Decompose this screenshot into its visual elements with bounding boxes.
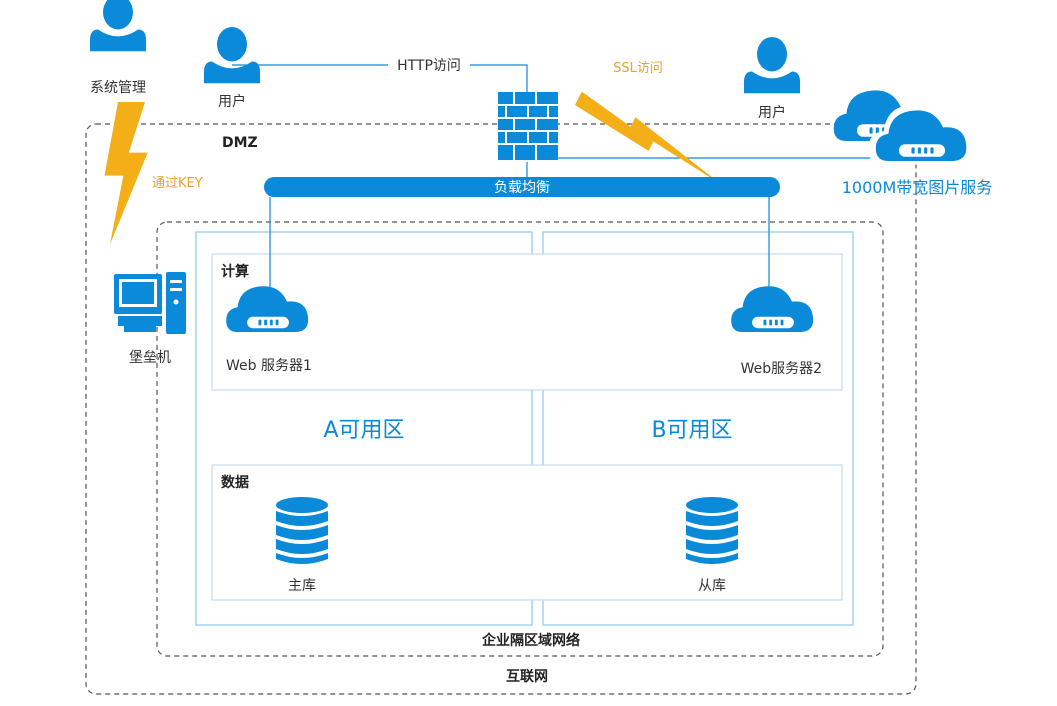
http-line-right [470, 64, 528, 92]
az-a-box [195, 231, 533, 626]
lightning-bolt-icon [104, 102, 148, 245]
user-left-person-icon [204, 26, 260, 84]
firewall-icon [498, 92, 558, 160]
sys-admin-label: 系统管理 [90, 80, 146, 96]
firewall-to-cloud-line [556, 128, 880, 159]
data-label: 数据 [221, 474, 249, 491]
user-right-label: 用户 [758, 104, 786, 121]
http-access-label: HTTP访问 [397, 58, 461, 74]
compute-label: 计算 [221, 263, 249, 280]
desktop-computer-icon [114, 272, 186, 334]
internet-zone-border [85, 123, 917, 695]
via-key-label: 通过KEY [152, 176, 203, 191]
image-service-label: 1000M带宽图片服务 [842, 178, 993, 197]
az-a-label: A可用区 [323, 418, 404, 443]
enterprise-network-label: 企业隔区域网络 [481, 632, 580, 649]
user-left-label: 用户 [218, 93, 246, 110]
web-server-1-label: Web 服务器1 [226, 358, 312, 374]
user-right-person-icon [744, 36, 800, 94]
dmz-label: DMZ [222, 135, 258, 151]
master-db-label: 主库 [288, 578, 316, 594]
internet-label: 互联网 [506, 669, 548, 685]
load-balancer-bar [264, 177, 780, 197]
enterprise-zone-border [156, 221, 884, 657]
az-b-label: B可用区 [651, 418, 732, 443]
ssl-access-label: SSL访问 [613, 61, 663, 76]
az-b-box [542, 231, 854, 626]
lightning-bolt-icon [571, 90, 732, 188]
load-balancer-label: 负载均衡 [494, 180, 550, 196]
slave-db-label: 从库 [698, 578, 726, 594]
web-server-2-label: Web服务器2 [741, 361, 822, 377]
bastion-host-label: 堡垒机 [129, 350, 171, 366]
sys-admin-person-icon [90, 0, 146, 52]
